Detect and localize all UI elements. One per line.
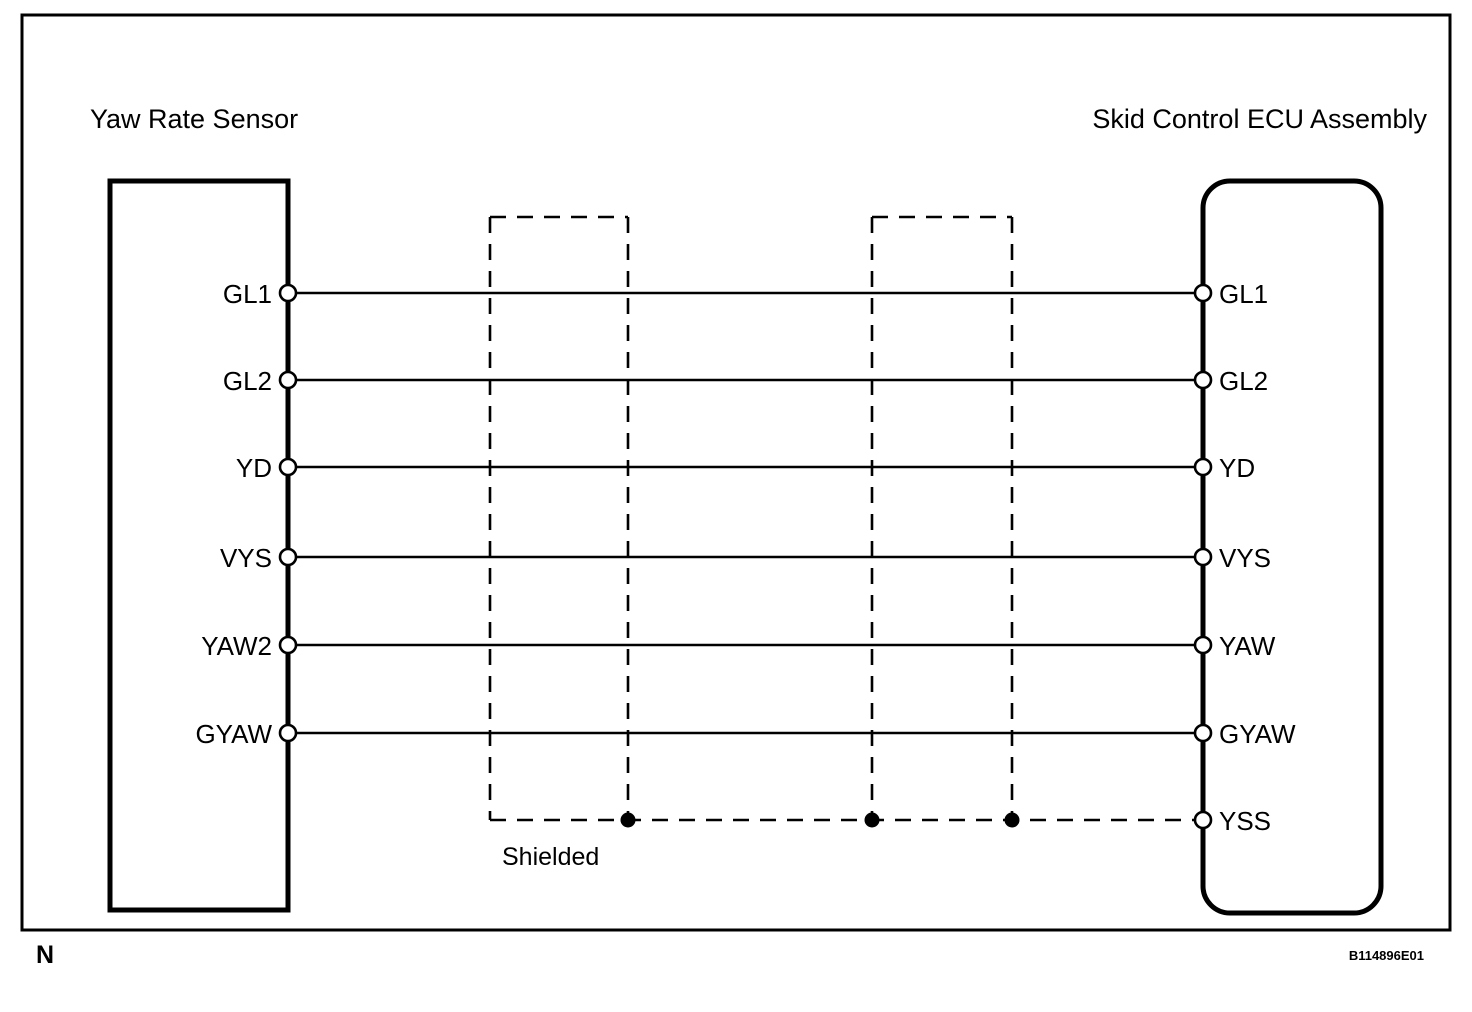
shield-box-left [488,215,630,820]
shield-junction-dots [620,812,1020,828]
page-corner-mark: N [36,941,54,969]
terminal-right-gl2 [1193,370,1213,390]
signal-wires [288,291,1203,735]
right-terminals [1193,283,1213,830]
terminal-left-vys [278,547,298,567]
pin-label-left-yaw2: YAW2 [201,631,272,661]
figure-reference-code: B114896E01 [1349,948,1424,963]
pin-label-left-gl1: GL1 [223,279,272,309]
shield-box-right [870,215,1014,820]
junction-dot [864,812,880,828]
terminal-right-yaw [1193,635,1213,655]
skid-control-ecu-block [1200,178,1384,916]
pin-label-left-gl2: GL2 [223,366,272,396]
pin-label-left-gyaw: GYAW [195,719,272,749]
yaw-rate-sensor-block [107,178,291,913]
pin-label-right-yss: YSS [1219,806,1271,836]
terminal-left-gyaw [278,723,298,743]
left-block-title: Yaw Rate Sensor [90,104,298,134]
pin-label-left-vys: VYS [220,543,272,573]
terminal-left-gl1 [278,283,298,303]
shielded-label: Shielded [502,843,599,871]
pin-label-right-yaw: YAW [1219,631,1276,661]
terminal-left-gl2 [278,370,298,390]
terminal-right-gl1 [1193,283,1213,303]
left-terminals [278,283,298,743]
junction-dot [620,812,636,828]
pin-label-right-yd: YD [1219,453,1255,483]
pin-label-right-gyaw: GYAW [1219,719,1296,749]
right-block-title: Skid Control ECU Assembly [1092,104,1427,134]
junction-dot [1004,812,1020,828]
pin-label-right-gl2: GL2 [1219,366,1268,396]
pin-label-left-yd: YD [236,453,272,483]
pin-label-right-gl1: GL1 [1219,279,1268,309]
pin-label-right-vys: VYS [1219,543,1271,573]
terminal-right-yss [1193,810,1213,830]
terminal-right-yd [1193,457,1213,477]
terminal-left-yd [278,457,298,477]
terminal-right-gyaw [1193,723,1213,743]
terminal-right-vys [1193,547,1213,567]
terminal-left-yaw2 [278,635,298,655]
